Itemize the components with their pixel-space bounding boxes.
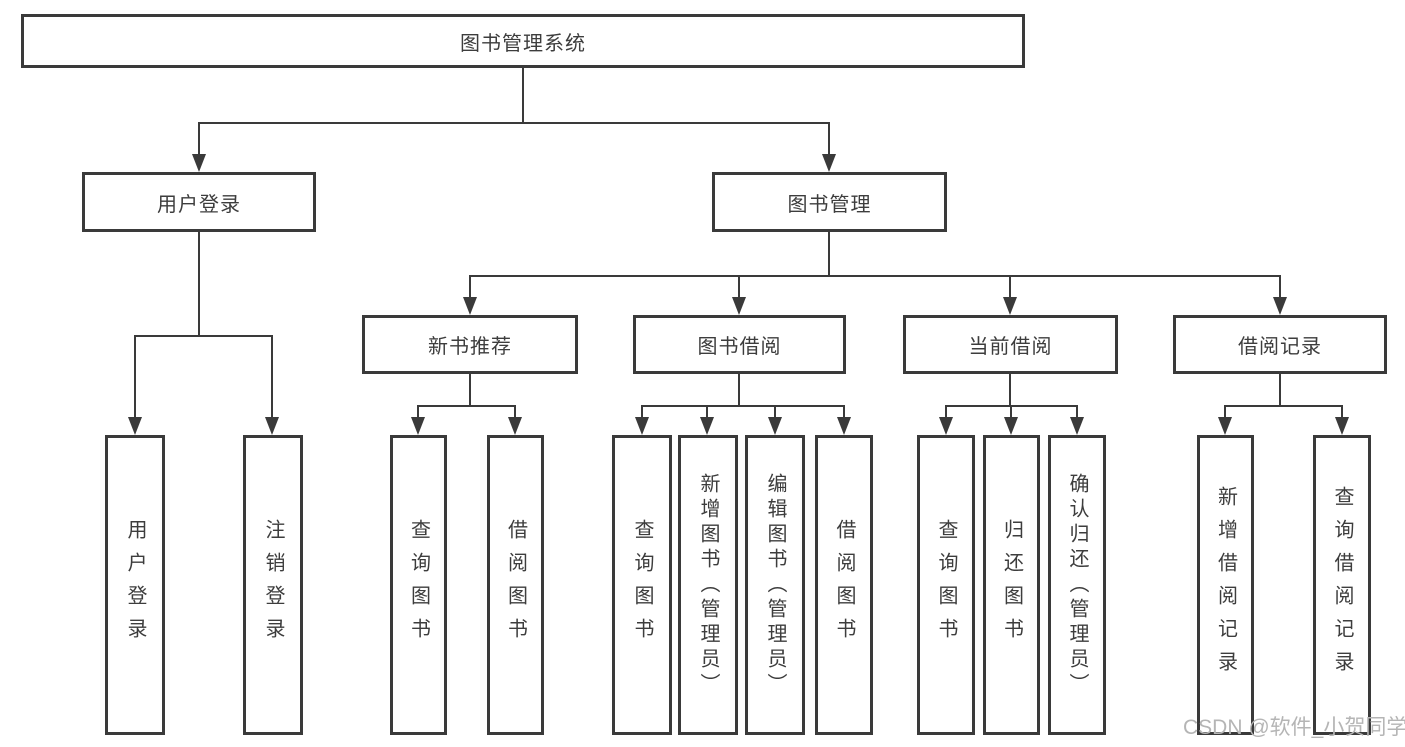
arrowhead-user-login bbox=[192, 154, 206, 172]
leaf-add-borrow-record: 新增借阅记录 bbox=[1197, 435, 1254, 735]
leaf-borrow-books-recommend-label: 借阅图书 bbox=[504, 519, 527, 651]
connector-drop-c1 bbox=[706, 405, 708, 421]
leaf-borrow-books: 借阅图书 bbox=[815, 435, 873, 735]
arrowhead-leaf-logout bbox=[265, 417, 279, 435]
leaf-return-books-label: 归还图书 bbox=[1000, 519, 1023, 651]
connector-drop-d2 bbox=[1076, 405, 1078, 421]
arrowhead-d2 bbox=[1070, 417, 1084, 435]
connector-drop-d0 bbox=[945, 405, 947, 421]
connector-drop-leaf-user-login bbox=[134, 335, 136, 419]
connector-drop-user-login bbox=[198, 122, 200, 158]
connector-drop-e0 bbox=[1224, 405, 1226, 421]
connector-rail-level1 bbox=[198, 122, 830, 124]
node-current-borrow-label: 当前借阅 bbox=[968, 336, 1053, 358]
connector-drop-c0 bbox=[641, 405, 643, 421]
connector-rail-level2 bbox=[469, 275, 1281, 277]
leaf-borrow-books-recommend: 借阅图书 bbox=[487, 435, 544, 735]
arrowhead-d0 bbox=[939, 417, 953, 435]
node-borrow-records: 借阅记录 bbox=[1173, 315, 1387, 374]
connector-drop-book-management bbox=[828, 122, 830, 158]
leaf-add-books-admin-label: 新增图书（管理员） bbox=[697, 472, 719, 698]
connector-drop-c3 bbox=[843, 405, 845, 421]
leaf-query-borrow-record: 查询借阅记录 bbox=[1313, 435, 1371, 735]
leaf-borrow-books-label: 借阅图书 bbox=[833, 519, 855, 651]
arrowhead-b0 bbox=[411, 417, 425, 435]
leaf-add-borrow-record-label: 新增借阅记录 bbox=[1214, 486, 1237, 684]
connector-drop-c2 bbox=[774, 405, 776, 421]
leaf-add-books-admin: 新增图书（管理员） bbox=[678, 435, 738, 735]
connector-drop-new-book bbox=[469, 275, 471, 299]
arrowhead-c2 bbox=[768, 417, 782, 435]
connector-drop-e1 bbox=[1341, 405, 1343, 421]
connector-drop-d1 bbox=[1010, 405, 1012, 421]
leaf-query-books-borrow: 查询图书 bbox=[612, 435, 672, 735]
arrowhead-d1 bbox=[1004, 417, 1018, 435]
leaf-user-login-label: 用户登录 bbox=[124, 519, 146, 651]
node-book-management: 图书管理 bbox=[712, 172, 947, 232]
leaf-query-books-current: 查询图书 bbox=[917, 435, 975, 735]
connector-drop-b0 bbox=[417, 405, 419, 421]
leaf-edit-books-admin: 编辑图书（管理员） bbox=[745, 435, 805, 735]
arrowhead-e1 bbox=[1335, 417, 1349, 435]
connector-borrow-records-stem bbox=[1279, 374, 1281, 407]
arrowhead-current-borrow bbox=[1003, 297, 1017, 315]
node-current-borrow: 当前借阅 bbox=[903, 315, 1118, 374]
node-borrow-records-label: 借阅记录 bbox=[1238, 336, 1322, 358]
leaf-query-books-recommend: 查询图书 bbox=[390, 435, 447, 735]
connector-drop-leaf-logout bbox=[271, 335, 273, 419]
leaf-query-books-recommend-label: 查询图书 bbox=[407, 519, 430, 651]
connector-drop-book-borrow bbox=[738, 275, 740, 299]
leaf-confirm-return-admin: 确认归还（管理员） bbox=[1048, 435, 1106, 735]
node-book-borrow: 图书借阅 bbox=[633, 315, 846, 374]
arrowhead-new-book bbox=[463, 297, 477, 315]
leaf-logout: 注销登录 bbox=[243, 435, 303, 735]
arrowhead-c1 bbox=[700, 417, 714, 435]
connector-rail-book-borrow bbox=[641, 405, 845, 407]
connector-book-borrow-stem bbox=[738, 374, 740, 407]
leaf-query-books-current-label: 查询图书 bbox=[935, 519, 957, 651]
leaf-query-books-borrow-label: 查询图书 bbox=[631, 519, 653, 651]
leaf-confirm-return-admin-label: 确认归还（管理员） bbox=[1066, 472, 1088, 698]
node-book-borrow-label: 图书借阅 bbox=[697, 336, 782, 358]
arrowhead-book-management bbox=[822, 154, 836, 172]
arrowhead-e0 bbox=[1218, 417, 1232, 435]
connector-current-borrow-stem bbox=[1009, 374, 1011, 407]
leaf-edit-books-admin-label: 编辑图书（管理员） bbox=[764, 472, 786, 698]
node-user-login-label: 用户登录 bbox=[157, 193, 241, 216]
connector-book-management-stem bbox=[828, 232, 830, 277]
node-library-system-label: 图书管理系统 bbox=[460, 32, 586, 55]
connector-rail-user-login bbox=[134, 335, 273, 337]
arrowhead-c3 bbox=[837, 417, 851, 435]
arrowhead-leaf-user-login bbox=[128, 417, 142, 435]
connector-rail-new-book bbox=[417, 405, 516, 407]
node-book-management-label: 图书管理 bbox=[787, 193, 872, 216]
connector-rail-borrow-records bbox=[1224, 405, 1343, 407]
arrowhead-c0 bbox=[635, 417, 649, 435]
node-user-login: 用户登录 bbox=[82, 172, 316, 232]
leaf-return-books: 归还图书 bbox=[983, 435, 1040, 735]
leaf-logout-label: 注销登录 bbox=[262, 519, 284, 651]
arrowhead-b1 bbox=[508, 417, 522, 435]
arrowhead-book-borrow bbox=[732, 297, 746, 315]
csdn-watermark: CSDN @软件_小贺同学 bbox=[1183, 716, 1405, 739]
node-new-book-recommend-label: 新书推荐 bbox=[428, 336, 512, 358]
connector-new-book-stem bbox=[469, 374, 471, 407]
connector-user-login-stem bbox=[198, 232, 200, 337]
node-library-system: 图书管理系统 bbox=[21, 14, 1025, 68]
leaf-user-login: 用户登录 bbox=[105, 435, 165, 735]
connector-root-stem bbox=[522, 68, 524, 124]
leaf-query-borrow-record-label: 查询借阅记录 bbox=[1331, 486, 1353, 684]
connector-drop-current-borrow bbox=[1009, 275, 1011, 299]
connector-drop-b1 bbox=[514, 405, 516, 421]
arrowhead-borrow-records bbox=[1273, 297, 1287, 315]
node-new-book-recommend: 新书推荐 bbox=[362, 315, 578, 374]
connector-drop-borrow-records bbox=[1279, 275, 1281, 299]
